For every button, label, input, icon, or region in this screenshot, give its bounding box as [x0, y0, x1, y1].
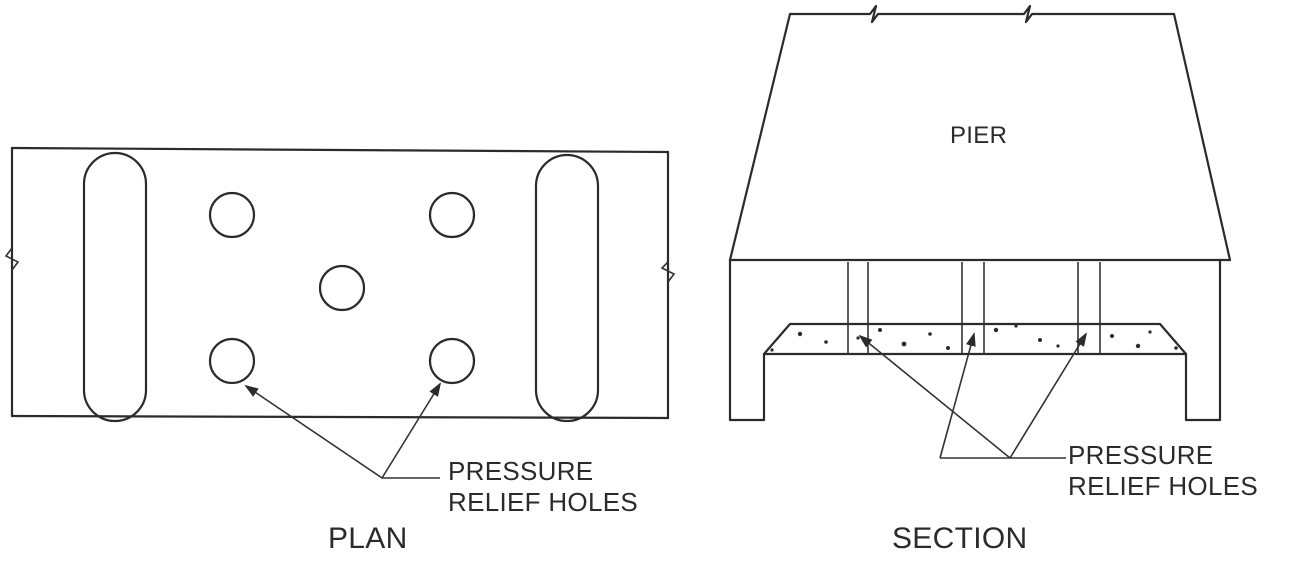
pier-label: PIER	[950, 122, 1008, 149]
concrete-aggregate	[770, 324, 1178, 352]
section-callout-line2: RELIEF HOLES	[1068, 471, 1258, 501]
plan-view	[4, 146, 676, 479]
plan-left-break-mark	[4, 247, 20, 271]
pier-right-side	[1172, 12, 1232, 262]
plan-hole-bottom-left	[208, 337, 256, 385]
section-title: SECTION	[892, 522, 1028, 555]
plan-right-break-mark	[660, 261, 676, 283]
pier-left-side	[728, 12, 792, 262]
section-callout-line1: PRESSURE	[1068, 440, 1214, 470]
plan-callout-line2: RELIEF HOLES	[448, 487, 638, 517]
plan-right-slot	[534, 153, 600, 423]
concrete-apron	[762, 322, 1188, 356]
pier-top-break-line	[788, 4, 1176, 24]
section-callout-label: PRESSURE RELIEF HOLES	[1068, 440, 1258, 502]
section-view	[728, 4, 1232, 459]
plan-callout-line1: PRESSURE	[448, 456, 594, 486]
plan-hole-top-left	[208, 191, 256, 239]
section-leader-right	[1009, 332, 1088, 459]
plan-hole-bottom-right	[428, 337, 476, 385]
plan-left-slot	[82, 151, 148, 423]
plan-hole-top-right	[428, 191, 476, 239]
section-leader-center	[939, 332, 976, 459]
plan-callout-label: PRESSURE RELIEF HOLES	[448, 456, 638, 518]
plan-bottom-edge	[10, 414, 670, 420]
plan-hole-center	[318, 264, 366, 312]
plan-leader-right	[381, 382, 442, 479]
plan-top-edge	[10, 146, 670, 154]
footing-outline	[728, 258, 1222, 422]
plan-title: PLAN	[328, 522, 408, 555]
